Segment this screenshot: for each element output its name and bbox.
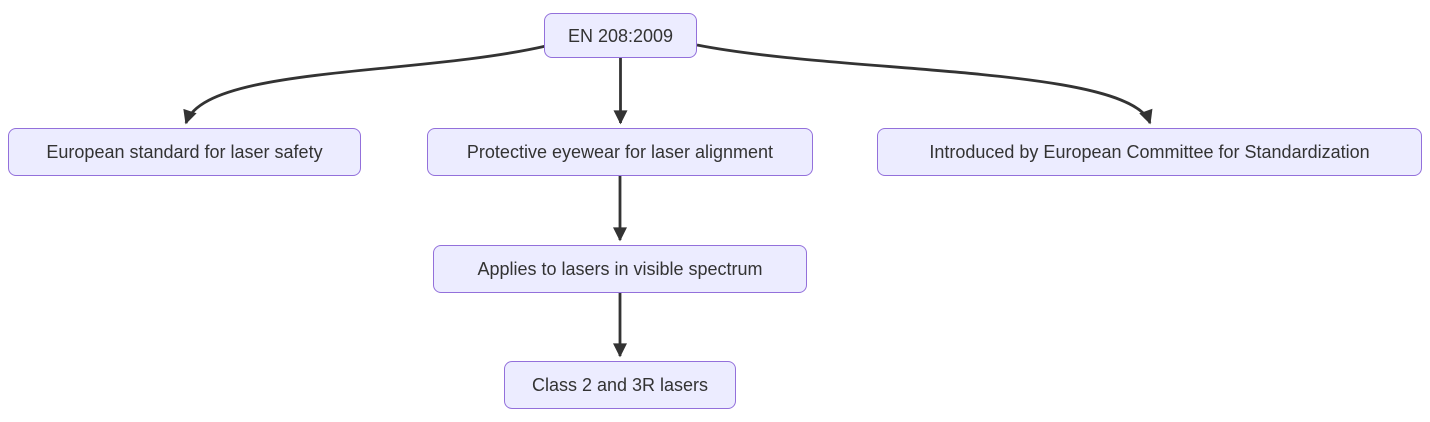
node-label: Applies to lasers in visible spectrum (477, 259, 763, 279)
node-visible-spectrum: Applies to lasers in visible spectrum (433, 245, 807, 293)
node-class-2-3r-lasers: Class 2 and 3R lasers (504, 361, 736, 409)
node-label: EN 208:2009 (567, 25, 674, 46)
node-european-standard: European standard for laser safety (8, 128, 361, 176)
node-introduced-by-cen: Introduced by European Committee for Sta… (877, 128, 1422, 176)
node-label: Class 2 and 3R lasers (531, 375, 709, 395)
node-en-208-2009: EN 208:2009 (544, 13, 697, 58)
edge-root-to-n1 (183, 44, 547, 125)
edge-root-to-n3 (696, 43, 1153, 125)
node-label: Introduced by European Committee for Sta… (929, 142, 1370, 162)
node-protective-eyewear: Protective eyewear for laser alignment (427, 128, 813, 176)
node-label: European standard for laser safety (46, 142, 323, 162)
node-label: Protective eyewear for laser alignment (466, 142, 774, 162)
